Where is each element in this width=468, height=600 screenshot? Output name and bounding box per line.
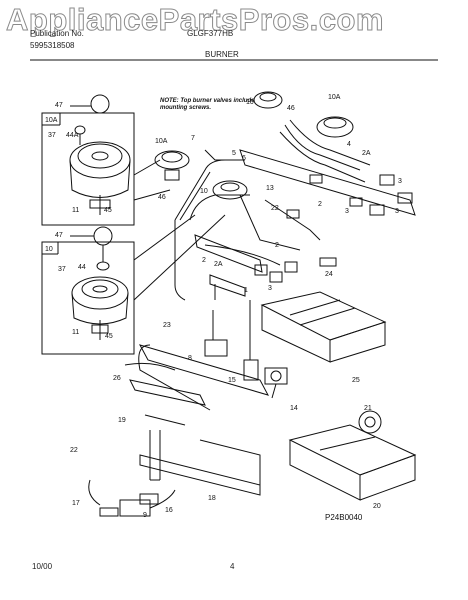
callout-6: 6	[242, 155, 246, 162]
callout-3b: 3	[395, 208, 399, 215]
callout-14: 14	[290, 405, 298, 412]
callout-10a-right: 10A	[328, 94, 341, 101]
callout-2a: 2A	[362, 150, 371, 157]
callout-2-left: 2	[202, 257, 206, 264]
watermark: AppliancePartsPros.com	[6, 2, 384, 38]
callout-2-mid: 2	[275, 242, 279, 249]
callout-10a-left: 10A	[155, 138, 168, 145]
callout-45b: 45	[105, 333, 113, 340]
inset-box-10a	[41, 112, 135, 226]
callout-47b: 47	[55, 232, 63, 239]
publication-number: 5995318508	[30, 41, 75, 50]
callout-22: 22	[271, 205, 279, 212]
callout-13: 13	[266, 185, 274, 192]
callout-2: 2	[318, 201, 322, 208]
footer-page: 4	[230, 562, 235, 571]
callout-7: 7	[191, 135, 195, 142]
callout-1: 1	[244, 287, 248, 294]
callout-labels: 47 10A 37 44A 11 45 47 10 37 44 11 45 7 …	[45, 94, 402, 519]
callout-22-bottom: 22	[70, 447, 78, 454]
note-text: NOTE: Top burner valves include mounting…	[160, 98, 255, 111]
callout-17: 17	[72, 500, 80, 507]
callout-45: 45	[104, 207, 112, 214]
callout-10a: 10A	[45, 117, 58, 124]
callout-11: 11	[72, 207, 79, 214]
callout-23: 23	[163, 322, 171, 329]
diagram-code: P24B0040	[325, 513, 363, 522]
publication-label: Publication No.	[30, 29, 84, 38]
callout-5: 5	[232, 150, 236, 157]
footer-date: 10/00	[32, 562, 53, 571]
callout-25: 25	[352, 377, 360, 384]
model-number: GLGF377HB	[187, 29, 234, 38]
callout-10-center: 10	[200, 188, 208, 195]
callout-16: 16	[165, 507, 173, 514]
callout-8: 8	[188, 355, 192, 362]
callout-10: 10	[45, 246, 53, 253]
callout-15: 15	[228, 377, 236, 384]
callout-26: 26	[113, 375, 121, 382]
callout-46-top: 46	[287, 105, 295, 112]
callout-47: 47	[55, 102, 63, 109]
callout-3: 3	[398, 178, 402, 185]
inset-box-10	[41, 241, 135, 355]
callout-44: 44	[78, 264, 86, 271]
callout-44a: 44A	[66, 132, 79, 139]
callout-9: 9	[143, 512, 147, 519]
callout-21: 21	[364, 405, 372, 412]
callout-19: 19	[118, 417, 126, 424]
callout-11b: 11	[72, 329, 79, 336]
callout-10-top: 10	[246, 99, 254, 106]
callout-3c: 3	[268, 285, 272, 292]
section-title: BURNER	[205, 50, 239, 59]
callout-46: 46	[158, 194, 166, 201]
callout-3-mid: 3	[345, 208, 349, 215]
callout-37: 37	[48, 132, 56, 139]
callout-20: 20	[373, 503, 381, 510]
callout-4: 4	[347, 141, 351, 148]
callout-24: 24	[325, 271, 333, 278]
callout-2a-left: 2A	[214, 261, 223, 268]
callout-37b: 37	[58, 266, 66, 273]
callout-18: 18	[208, 495, 216, 502]
